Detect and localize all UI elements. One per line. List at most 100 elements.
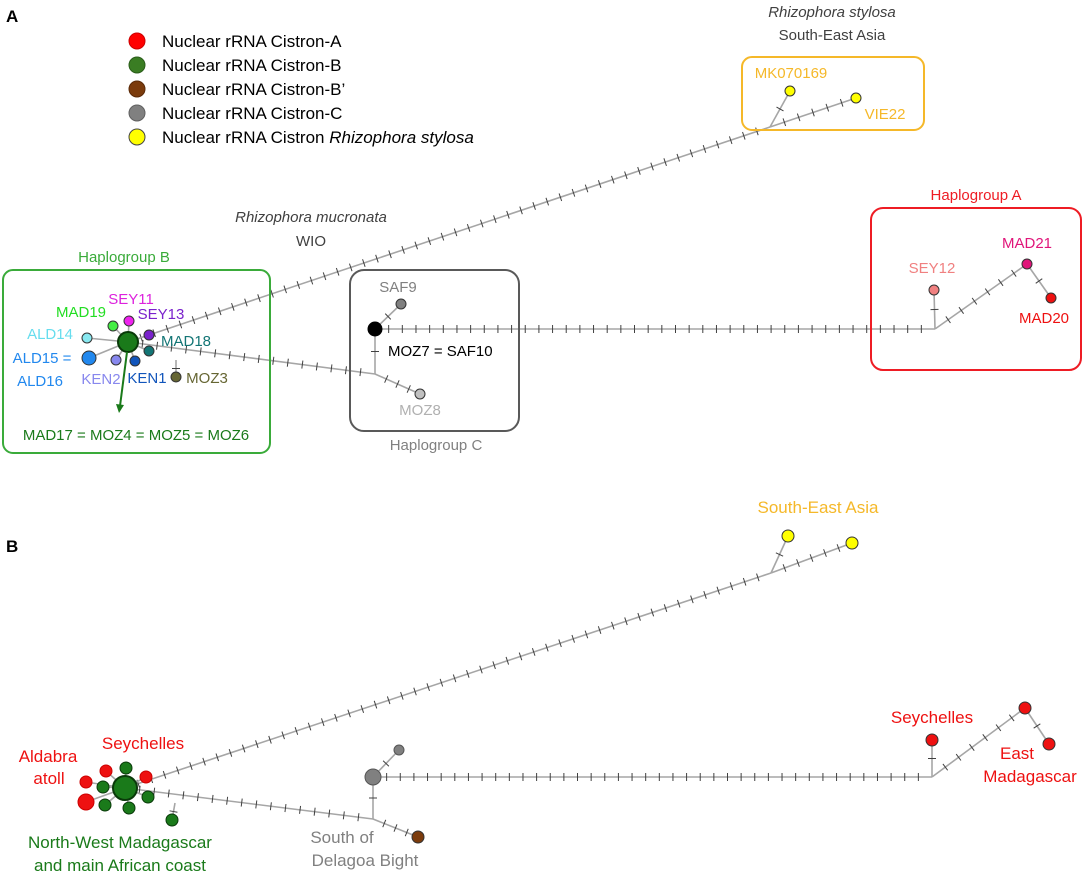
mutation-tick <box>782 564 787 572</box>
legend: Nuclear rRNA Cistron-A Nuclear rRNA Cist… <box>128 32 474 147</box>
b-node-ald-2 <box>79 775 93 789</box>
legend-swatch-cistron-a <box>128 32 146 50</box>
network-edge <box>127 126 771 343</box>
mutation-tick <box>294 727 299 735</box>
label-ald15-line2: ALD16 <box>17 373 63 390</box>
mutation-tick <box>301 360 304 369</box>
label-ald15-line1: ALD15 = <box>13 350 72 367</box>
mutation-tick <box>348 263 353 272</box>
mutation-tick <box>1011 269 1017 277</box>
mutation-tick <box>729 582 734 591</box>
b-node-green-top <box>119 761 133 775</box>
label-vie22: VIE22 <box>865 106 906 123</box>
mutation-tick <box>811 108 815 117</box>
panel-a-letter: A <box>6 7 18 26</box>
mutation-tick <box>309 276 314 285</box>
mutation-tick <box>185 345 188 354</box>
node-mad21 <box>1021 258 1033 270</box>
mutation-tick <box>809 554 814 562</box>
mutation-tick <box>395 380 400 388</box>
stylosa-box <box>741 56 925 131</box>
mutation-tick <box>182 791 185 800</box>
mutation-tick <box>597 180 602 188</box>
mutation-tick <box>969 743 975 751</box>
b-node-sea-1 <box>781 529 795 543</box>
b-label-east-mad-1: East <box>1000 744 1034 763</box>
mutation-tick <box>702 144 707 153</box>
mutation-tick <box>452 674 457 683</box>
mutation-tick <box>328 809 331 818</box>
legend-label-prefix: Nuclear rRNA Cistron <box>162 128 329 147</box>
mutation-tick <box>272 356 275 365</box>
mutation-tick <box>214 349 217 358</box>
mutation-tick <box>334 713 338 722</box>
mutation-tick <box>624 171 628 180</box>
label-ken2: KEN2 <box>81 371 120 388</box>
mutation-tick <box>755 127 759 136</box>
mutation-tick <box>479 665 483 674</box>
label-mad17: MAD17 = MOZ4 = MOZ5 = MOZ6 <box>23 427 249 444</box>
label-mk070169: MK070169 <box>755 65 828 82</box>
mutation-tick <box>836 544 841 552</box>
mutation-tick <box>284 804 287 813</box>
mutation-tick <box>728 136 733 145</box>
mutation-tick <box>375 254 379 263</box>
mutation-tick <box>663 158 667 167</box>
node-moz3 <box>170 371 182 383</box>
mutation-tick <box>571 188 576 197</box>
b-node-c-1 <box>393 744 405 756</box>
node-moz8 <box>414 388 426 400</box>
mutation-tick <box>335 267 340 276</box>
mutation-tick <box>283 285 287 294</box>
legend-label-cistron-b-prime: Nuclear rRNA Cistron-B’ <box>162 80 345 99</box>
mutation-tick <box>796 113 801 122</box>
mutation-tick <box>637 612 641 621</box>
node-mad19 <box>107 320 119 332</box>
mutation-tick <box>825 103 830 112</box>
mutation-tick <box>584 630 589 639</box>
mutation-tick <box>650 162 654 171</box>
mutation-tick <box>373 700 378 709</box>
mutation-tick <box>782 118 787 127</box>
mutation-tick <box>315 362 318 371</box>
mutation-tick <box>386 696 391 705</box>
mutation-tick <box>466 223 471 232</box>
mutation-tick <box>296 281 301 289</box>
b-label-seychelles-right: Seychelles <box>891 708 973 727</box>
mutation-tick <box>611 621 615 630</box>
mutation-tick <box>637 166 641 175</box>
mad17-arrow-line <box>119 351 128 407</box>
b-node-emad-1 <box>1018 701 1032 715</box>
b-node-sey <box>925 733 939 747</box>
mutation-tick <box>426 683 430 692</box>
mutation-tick <box>663 604 668 613</box>
mutation-tick <box>756 573 760 582</box>
mutation-tick <box>505 656 510 665</box>
mutation-tick <box>167 789 170 798</box>
mutation-tick <box>342 811 345 820</box>
legend-label-cistron-stylosa: Nuclear rRNA Cistron Rhizophora stylosa <box>162 128 474 147</box>
mutation-tick <box>971 297 978 305</box>
b-label-nw-mad-2: and main African coast <box>34 856 206 875</box>
mutation-tick <box>170 343 173 352</box>
mutation-tick <box>624 617 628 626</box>
network-edge <box>931 707 1026 778</box>
mutation-tick <box>384 375 389 383</box>
mutation-tick <box>716 586 721 595</box>
mutation-tick <box>322 272 327 281</box>
legend-swatch-cistron-b <box>128 56 146 74</box>
b-label-delagoa-2: Delagoa Bight <box>312 851 419 870</box>
mutation-tick <box>796 559 800 567</box>
mutation-tick <box>839 98 844 107</box>
label-sey13: SEY13 <box>138 306 185 323</box>
mutation-tick <box>1035 278 1043 284</box>
mutation-tick <box>1033 723 1041 729</box>
legend-label-cistron-a: Nuclear rRNA Cistron-A <box>162 32 342 51</box>
mutation-tick <box>156 341 159 350</box>
mutation-tick <box>347 709 351 718</box>
mutation-tick <box>676 153 681 162</box>
node-mad17 <box>117 331 139 353</box>
mutation-tick <box>406 385 411 393</box>
mucronata-title: Rhizophora mucronata <box>235 209 387 226</box>
label-moz7: MOZ7 = SAF10 <box>388 343 493 360</box>
